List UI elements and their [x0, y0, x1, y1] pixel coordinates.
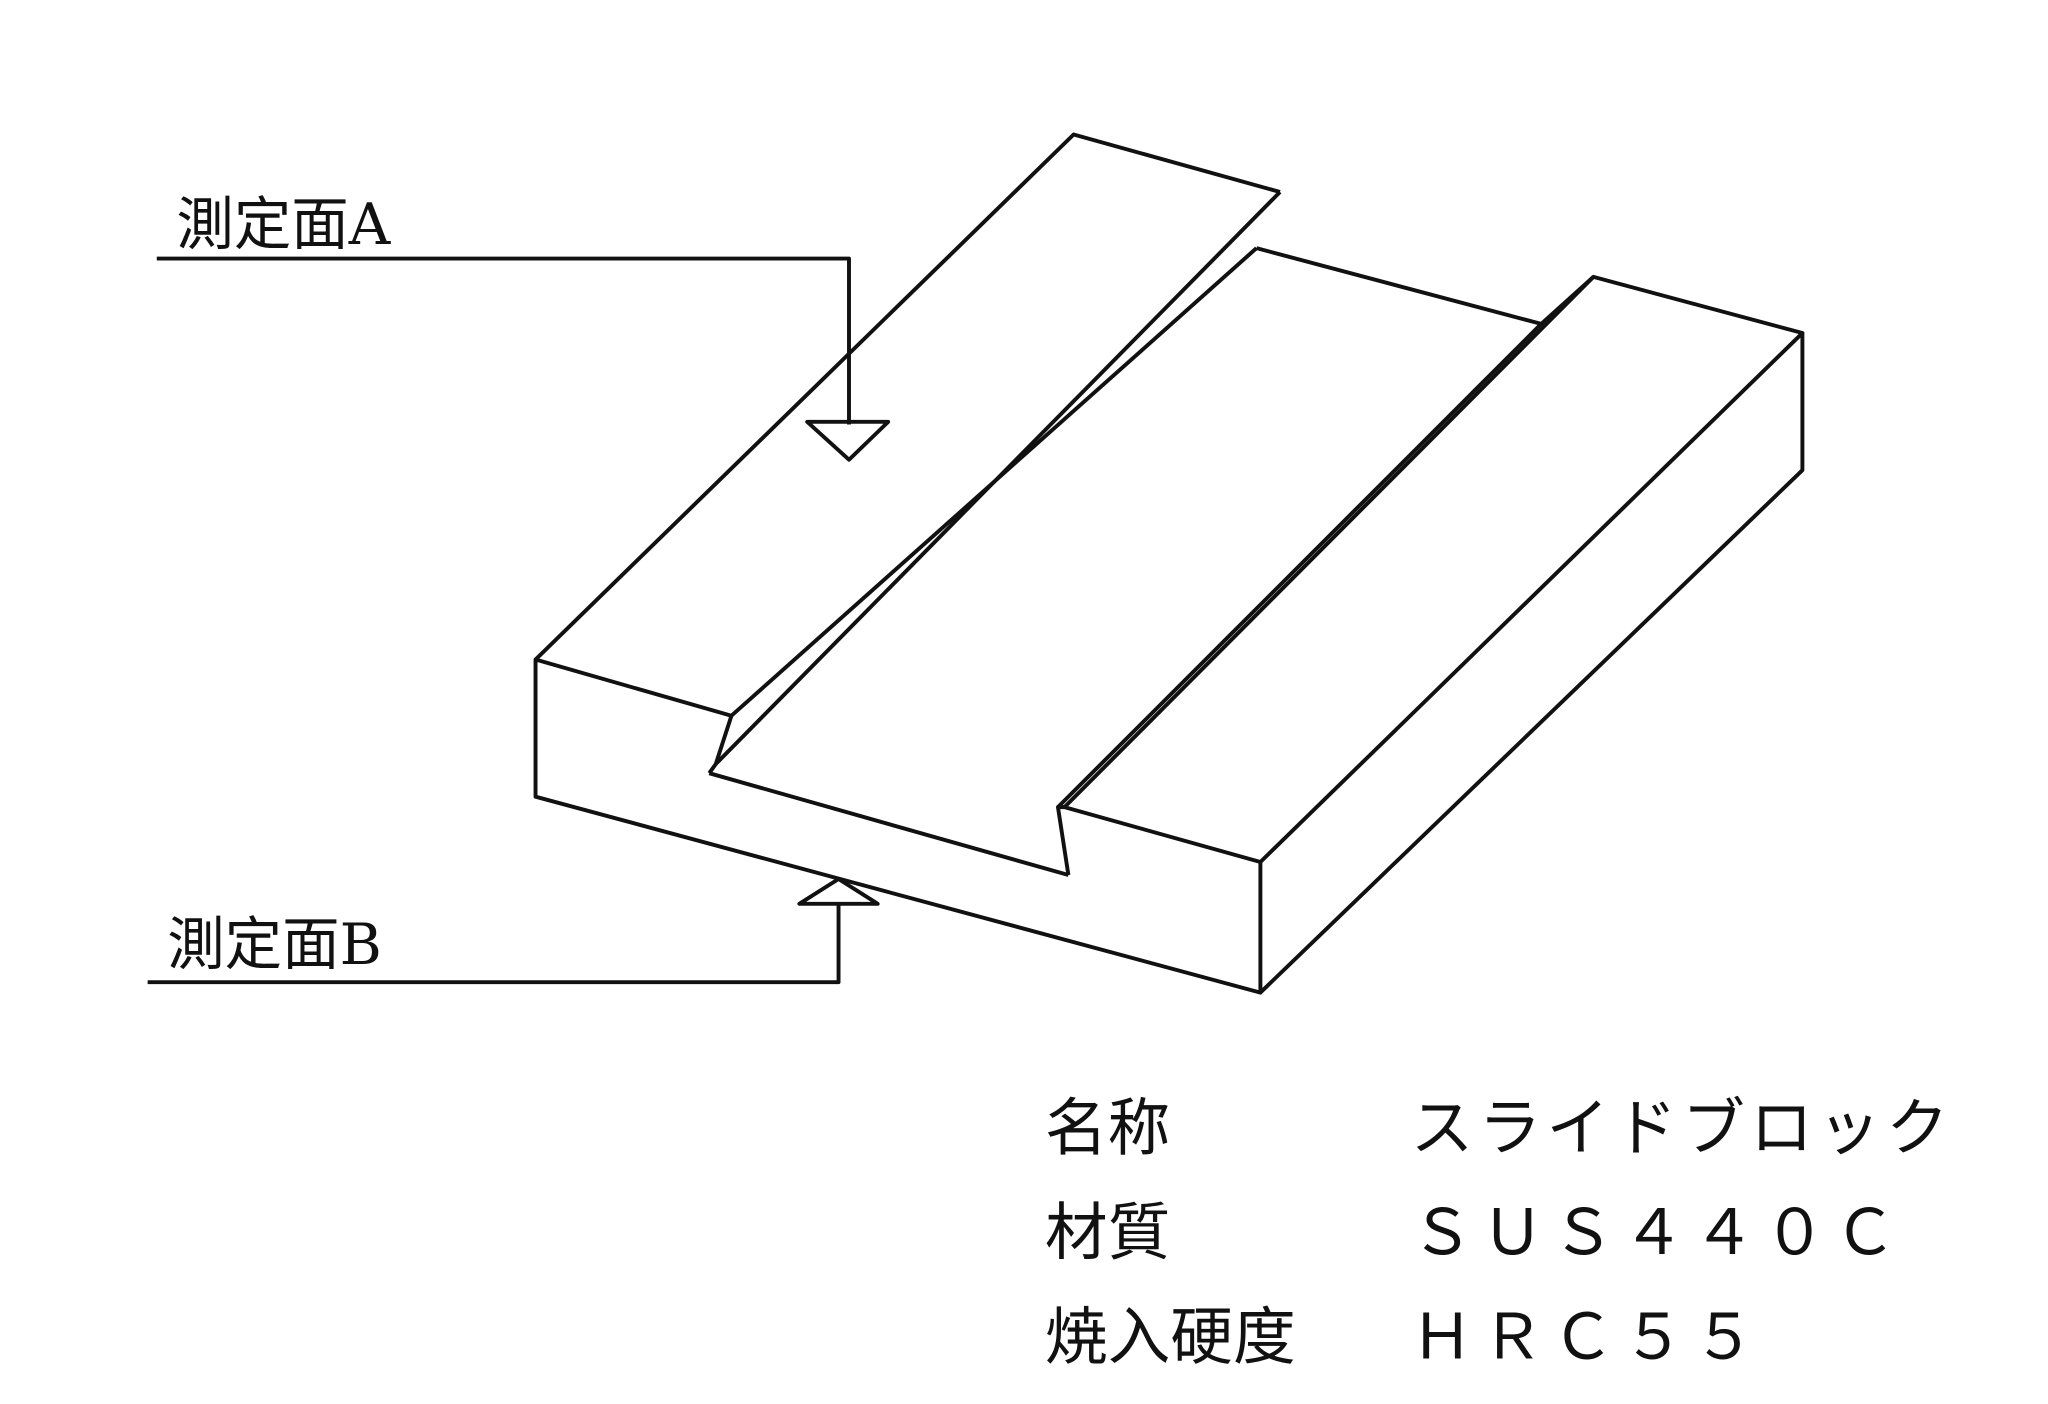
surface-b-label: 測定面B [167, 911, 382, 978]
slide-block-part [533, 132, 1805, 995]
left-front-face [533, 657, 1263, 995]
surface-b-leader [147, 903, 841, 985]
surface-a-arrow-icon [805, 419, 891, 462]
right-rail-inner [1056, 322, 1543, 809]
spec-value-material: ＳＵＳ４４０Ｃ [1411, 1196, 1905, 1269]
callout-surface-b: 測定面B [147, 877, 880, 985]
surface-b-arrow-icon [797, 877, 880, 906]
spec-label-material: 材質 [1045, 1196, 1170, 1269]
groove-floor-back [1255, 246, 1595, 326]
callout-surface-a: 測定面A [156, 191, 891, 462]
left-dovetail-inner [730, 246, 1258, 718]
left-rail-top [534, 132, 1281, 661]
spec-table: 名称 スライドブロック 材質 ＳＵＳ４４０Ｃ 焼入硬度 ＨＲＣ５５ [1045, 1091, 1954, 1373]
right-rail-top [1063, 274, 1805, 864]
right-notch [1055, 805, 1071, 876]
surface-a-label: 測定面A [176, 191, 391, 258]
spec-label-name: 名称 [1045, 1091, 1170, 1164]
spec-value-hardness: ＨＲＣ５５ [1411, 1300, 1764, 1373]
surface-a-leader [156, 256, 851, 425]
right-side-face [1259, 333, 1805, 995]
spec-value-name: スライドブロック [1411, 1091, 1954, 1164]
left-notch [707, 715, 734, 775]
groove-floor-front [708, 771, 1069, 877]
spec-label-hardness: 焼入硬度 [1045, 1300, 1296, 1373]
